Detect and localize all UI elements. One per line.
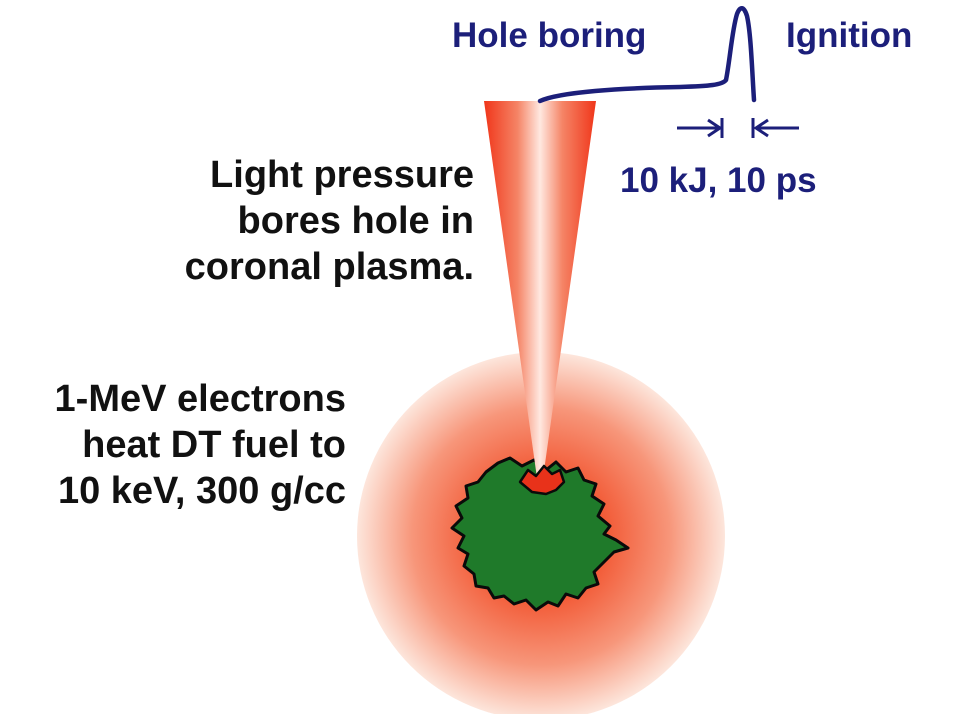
energy-duration-label: 10 kJ, 10 ps (620, 161, 817, 200)
pulse-shape-trace (537, 6, 757, 104)
electron-heating-annotation: 1-MeV electrons heat DT fuel to 10 keV, … (55, 376, 346, 514)
dt-fuel-core (450, 456, 630, 612)
annotation-line: Light pressure (210, 154, 474, 196)
duration-marker (677, 118, 799, 138)
annotation-line: 10 keV, 300 g/cc (57, 470, 346, 512)
annotation-line: 1-MeV electrons (54, 378, 346, 420)
annotation-line: heat DT fuel to (82, 424, 346, 466)
annotation-line: coronal plasma. (184, 246, 474, 288)
ignition-label: Ignition (786, 16, 913, 55)
laser-beam-cone (484, 101, 596, 478)
light-pressure-annotation: Light pressure bores hole in coronal pla… (185, 152, 474, 290)
annotation-line: bores hole in (237, 200, 474, 242)
hot-spot (518, 464, 566, 496)
hole-boring-label: Hole boring (452, 16, 647, 55)
